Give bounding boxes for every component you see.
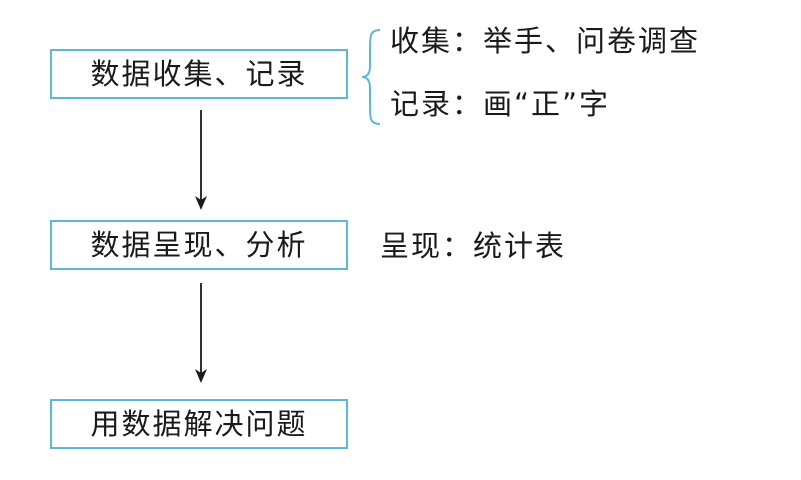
step-label-data-presentation-analysis: 数据呈现、分析 (90, 227, 308, 262)
step-box-data-collection-recording: 数据收集、记录 (50, 49, 348, 99)
flow-arrow-1 (195, 110, 207, 210)
curly-brace-icon (361, 29, 381, 125)
step-label-solve-problems-with-data: 用数据解决问题 (90, 406, 308, 441)
flow-arrow-2 (195, 283, 207, 383)
step-box-solve-problems-with-data: 用数据解决问题 (50, 399, 348, 449)
note-collect-method: 收集：举手、问卷调查 (390, 24, 701, 58)
step-box-data-presentation-analysis: 数据呈现、分析 (50, 220, 348, 270)
note-record-method: 记录：画“正”字 (390, 87, 611, 121)
note-present-method: 呈现：统计表 (380, 229, 567, 263)
step-label-data-collection-recording: 数据收集、记录 (90, 56, 308, 91)
